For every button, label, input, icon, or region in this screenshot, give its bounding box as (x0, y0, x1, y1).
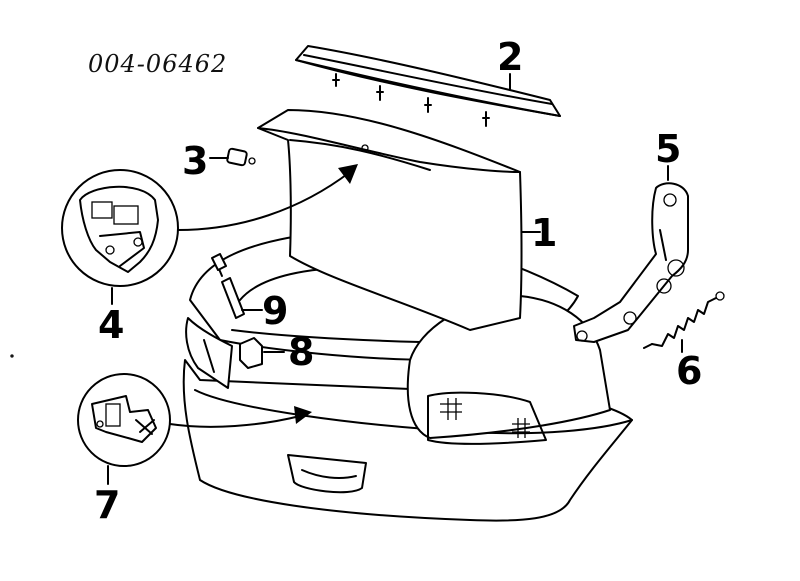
striker-detail (77, 373, 312, 485)
spoiler-studs (332, 73, 490, 127)
bump-stop (209, 147, 256, 167)
adjuster-stud (211, 253, 263, 319)
torsion-spring (643, 291, 725, 353)
latch-detail (61, 164, 358, 305)
callout-6: 6 (676, 349, 703, 393)
callout-3: 3 (182, 139, 209, 183)
part-number: 004-06462 (88, 50, 228, 78)
bumper-clip (239, 337, 285, 369)
callout-9: 9 (262, 289, 289, 333)
callout-8: 8 (288, 330, 315, 374)
trunk-lid (257, 109, 541, 331)
spoiler (295, 45, 561, 127)
callout-1: 1 (531, 211, 558, 255)
callout-7: 7 (94, 483, 121, 527)
callout-2: 2 (497, 35, 524, 79)
callout-5: 5 (655, 127, 682, 171)
hinge (573, 165, 689, 343)
callout-4: 4 (98, 303, 125, 347)
